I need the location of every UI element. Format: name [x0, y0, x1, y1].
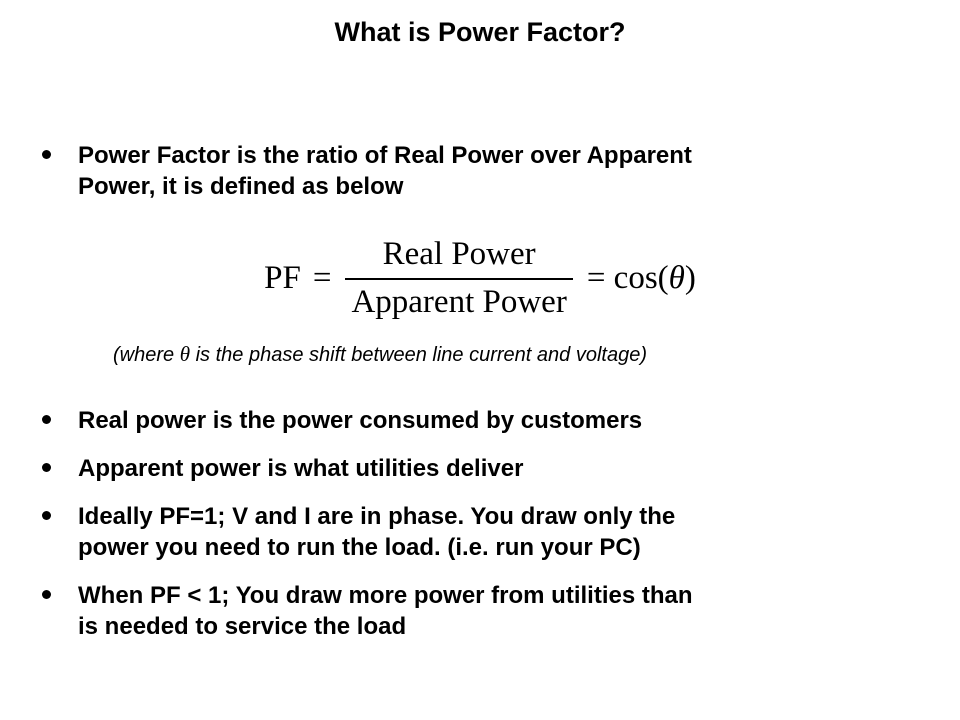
power-factor-formula: PF = Real Power Apparent Power = cos(θ): [0, 236, 960, 322]
theta-symbol: θ: [179, 341, 191, 366]
note-prefix: (where: [113, 343, 180, 366]
bullet-dot: [42, 462, 51, 472]
formula-numerator: Real Power: [345, 236, 573, 280]
theta-definition-note: (where θ is the phase shift between line…: [113, 341, 960, 368]
formula-rhs-suffix: ): [684, 259, 696, 296]
theta-symbol: θ: [668, 259, 685, 296]
formula-denominator: Apparent Power: [351, 283, 567, 320]
bullet-item-real-power: Real power is the power consumed by cust…: [0, 405, 960, 436]
bullet-dot: [42, 589, 51, 599]
bullet-text: Ideally PF=1; V and I are in phase. You …: [78, 502, 676, 561]
bullet-dot: [42, 150, 51, 159]
bullet-text: Power Factor is the ratio of Real Power …: [78, 142, 692, 200]
bullet-item-ideal-pf: Ideally PF=1; V and I are in phase. You …: [0, 501, 960, 563]
formula-equals-sign: =: [312, 259, 332, 296]
bullet-dot: [42, 414, 51, 424]
note-suffix: is the phase shift between line current …: [190, 343, 647, 366]
slide-title: What is Power Factor?: [334, 17, 626, 47]
bullet-text: When PF < 1; You draw more power from ut…: [78, 581, 693, 640]
bullet-text: Real power is the power consumed by cust…: [78, 406, 643, 434]
bullet-dot: [42, 510, 51, 520]
formula-fraction: Real Power Apparent Power: [345, 236, 573, 322]
bullet-text: Apparent power is what utilities deliver: [78, 454, 524, 482]
bullet-item-pf-less-than-one: When PF < 1; You draw more power from ut…: [0, 580, 960, 642]
formula-rhs-prefix: = cos(: [586, 259, 669, 296]
formula-lhs: PF: [264, 259, 301, 296]
bullet-item-apparent-power: Apparent power is what utilities deliver: [0, 453, 960, 484]
bullet-item-power-factor-ratio: Power Factor is the ratio of Real Power …: [0, 140, 960, 202]
formula-rhs: = cos(θ): [587, 260, 696, 298]
